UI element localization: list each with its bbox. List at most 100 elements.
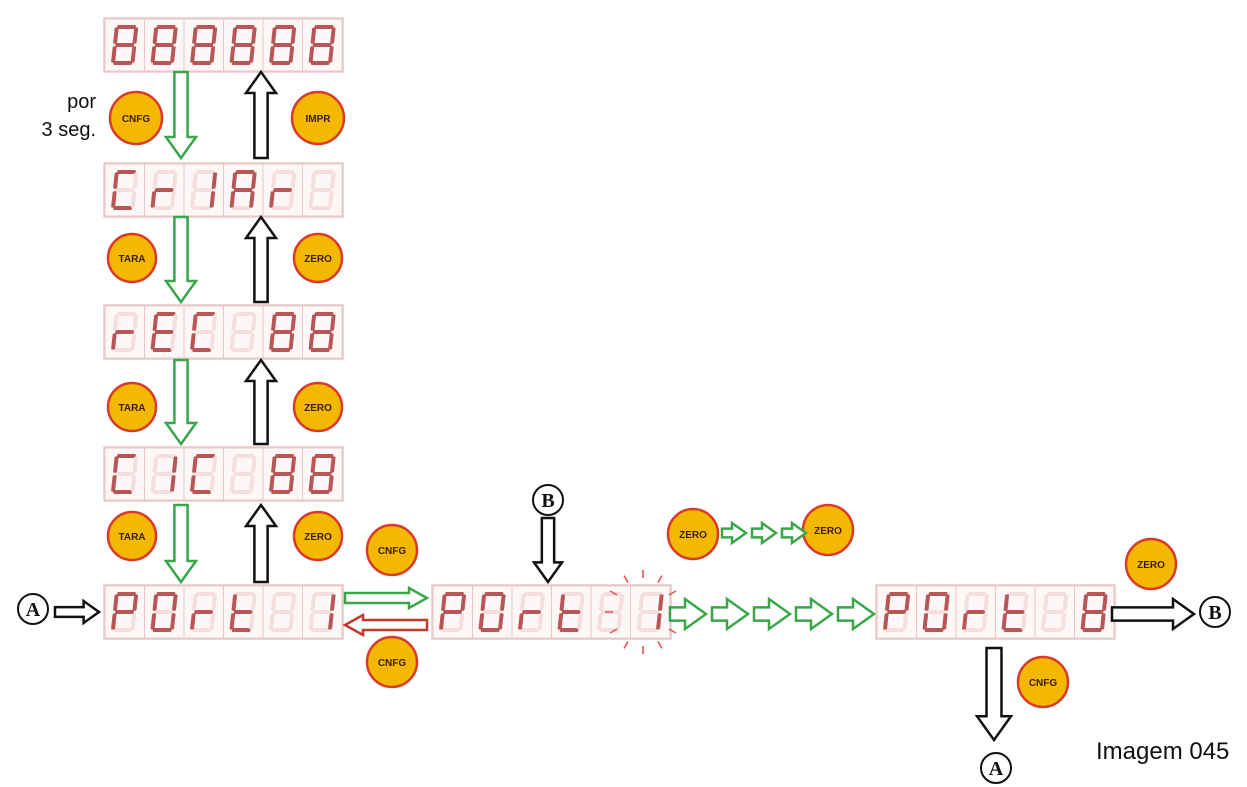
- tara-button-2[interactable]: TARA: [106, 381, 158, 433]
- step-arrow-4: [794, 596, 835, 632]
- digit-2: [478, 592, 506, 633]
- segment-e: [269, 475, 275, 492]
- segment-e: [557, 613, 564, 630]
- arrow-back: [342, 612, 429, 638]
- segment-b: [132, 172, 139, 189]
- display-cic: [103, 446, 344, 502]
- segment-c: [130, 46, 137, 63]
- segment-c: [328, 475, 334, 492]
- segment-c: [458, 613, 465, 630]
- segment-g: [1084, 610, 1104, 614]
- segment-e: [111, 475, 117, 492]
- segment-c: [1060, 613, 1067, 630]
- segment-b: [211, 456, 218, 473]
- segment-d: [231, 61, 251, 66]
- impr-button[interactable]: IMPR: [290, 90, 346, 146]
- segment-f: [192, 27, 198, 44]
- step-arrow-2: [710, 596, 751, 632]
- arrow-down-to-a: [974, 646, 1014, 743]
- figure-caption: Imagem 045: [1096, 738, 1230, 765]
- zero-button-3[interactable]: ZERO: [292, 510, 344, 562]
- segment-f: [152, 27, 159, 44]
- segment-f: [192, 314, 198, 331]
- segment-f: [113, 172, 119, 189]
- segment-g: [443, 610, 462, 614]
- segment-a: [196, 25, 215, 29]
- segment-f: [192, 456, 198, 473]
- segment-e: [229, 46, 236, 63]
- segment-d: [271, 61, 291, 66]
- display-calibration: [103, 162, 344, 218]
- segment-b: [172, 27, 178, 44]
- arrow-to-b: [1110, 596, 1197, 632]
- cnfg-button-next[interactable]: CNFG: [1016, 655, 1070, 709]
- segment-f: [885, 594, 891, 611]
- impr-button-label: IMPR: [306, 114, 332, 125]
- segment-g: [154, 330, 174, 334]
- segment-b: [460, 594, 467, 611]
- segment-b: [211, 27, 218, 44]
- segment-g: [233, 43, 253, 47]
- segment-c: [1021, 613, 1027, 630]
- segment-e: [269, 613, 275, 630]
- segment-g: [522, 610, 541, 614]
- segment-c: [170, 613, 176, 630]
- zero-button-legend-end[interactable]: ZERO: [801, 503, 855, 557]
- segment-b: [290, 314, 297, 331]
- segment-a: [275, 312, 294, 316]
- segment-a: [275, 454, 294, 458]
- segment-e: [150, 191, 157, 208]
- segment-e: [190, 475, 196, 492]
- segment-e: [150, 333, 157, 350]
- arrow-down-4: [163, 503, 199, 585]
- segment-g: [273, 472, 293, 476]
- zero-button-1[interactable]: ZERO: [292, 232, 344, 284]
- segment-e: [883, 613, 889, 630]
- segment-f: [231, 456, 238, 473]
- zero-button-legend-start[interactable]: ZERO: [666, 507, 720, 561]
- digit-5: [269, 170, 297, 211]
- segment-d: [441, 628, 461, 633]
- segment-f: [559, 594, 566, 611]
- segment-e: [150, 475, 157, 492]
- tara-button-1[interactable]: TARA: [106, 232, 158, 284]
- segment-g: [887, 610, 906, 614]
- cnfg-button-exit[interactable]: CNFG: [365, 635, 419, 689]
- segment-c: [902, 613, 909, 630]
- digit-3: [190, 25, 218, 66]
- segment-b: [172, 172, 178, 189]
- segment-a: [117, 312, 136, 316]
- segment-d: [271, 206, 291, 211]
- tara-button-3[interactable]: TARA: [106, 510, 158, 562]
- digit-4: [1001, 592, 1029, 633]
- segment-a: [1007, 592, 1027, 596]
- cnfg-button-enter[interactable]: CNFG: [365, 523, 419, 577]
- zero-button-exit[interactable]: ZERO: [1124, 537, 1178, 591]
- segment-d: [113, 628, 133, 633]
- cnfg-button-hold[interactable]: CNFG: [108, 90, 164, 146]
- segment-e: [597, 613, 603, 630]
- segment-g: [1005, 610, 1025, 614]
- segment-c: [249, 191, 255, 208]
- arrow-up-1: [243, 69, 279, 160]
- segment-b: [330, 594, 336, 611]
- segment-c: [130, 475, 137, 492]
- segment-c: [328, 333, 334, 350]
- digit-3: [190, 592, 218, 633]
- segment-e: [308, 613, 315, 630]
- segment-b: [132, 594, 139, 611]
- segment-a: [524, 592, 543, 596]
- digit-2: [150, 312, 178, 353]
- digit-4: [229, 25, 257, 66]
- segment-e: [150, 46, 157, 63]
- segment-e: [478, 613, 485, 630]
- segment-f: [231, 172, 238, 189]
- segment-g: [194, 43, 214, 47]
- segment-f: [152, 456, 159, 473]
- segment-d: [964, 628, 984, 633]
- zero-button-2[interactable]: ZERO: [292, 381, 344, 433]
- segment-f: [924, 594, 931, 611]
- digit-2: [150, 170, 178, 211]
- segment-b: [251, 172, 257, 189]
- segment-d: [152, 61, 172, 66]
